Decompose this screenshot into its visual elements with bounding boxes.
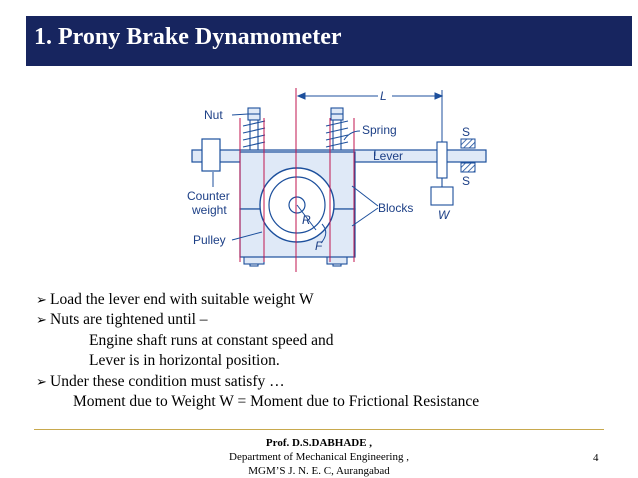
stop-bottom: [460, 162, 476, 173]
label-pulley: Pulley: [193, 233, 226, 247]
dimension-l: [296, 90, 444, 142]
title-bar: 1. Prony Brake Dynamometer: [26, 16, 632, 66]
label-lever: Lever: [373, 149, 403, 163]
sub-item: Engine shaft runs at constant speed and: [89, 331, 334, 349]
arrow-bullet-icon: ➢: [36, 312, 47, 328]
footer-name: Prof. D.S.DABHADE ,: [265, 437, 373, 449]
arrow-bullet-icon: ➢: [36, 292, 47, 307]
equation-line: Moment due to Weight W = Moment due to F…: [73, 393, 480, 411]
footer-college: MGM’S J. N. E. C, Aurangabad: [248, 465, 390, 477]
label-l: L: [380, 89, 387, 103]
label-f: F: [315, 239, 323, 253]
bullet-item: ➢Load the lever end with suitable weight…: [36, 290, 479, 310]
slide-title: 1. Prony Brake Dynamometer: [34, 24, 342, 50]
label-counter: Counter: [187, 189, 230, 203]
bullet-list: ➢Load the lever end with suitable weight…: [36, 290, 479, 412]
label-nut: Nut: [204, 108, 223, 122]
counter-weight: [201, 138, 221, 172]
stop-top: [460, 138, 476, 149]
label-weight: weight: [191, 203, 227, 217]
footer-rule: [34, 429, 604, 430]
label-s-top: S: [462, 125, 470, 139]
leaders: [212, 113, 379, 241]
footer-dept: Department of Mechanical Engineering ,: [229, 451, 409, 463]
label-r: R: [302, 213, 311, 227]
label-blocks: Blocks: [378, 201, 413, 215]
lever-end: [430, 141, 454, 206]
bullet-item: ➢Nuts are tightened until –: [36, 310, 479, 330]
bullet-item: ➢Under these condition must satisfy …: [36, 372, 479, 392]
force-arrow: [320, 223, 327, 244]
label-s-bottom: S: [462, 174, 470, 188]
guide-lines: [239, 88, 355, 272]
pulley-ring: [268, 176, 326, 234]
label-spring: Spring: [362, 123, 397, 137]
page-number: 4: [593, 452, 599, 464]
arrow-bullet-icon: ➢: [36, 373, 47, 389]
footer: Prof. D.S.DABHADE , Department of Mechan…: [200, 436, 438, 478]
label-w: W: [438, 208, 451, 222]
sub-item: Lever is in horizontal position.: [89, 352, 280, 370]
radius-line: [296, 204, 317, 231]
